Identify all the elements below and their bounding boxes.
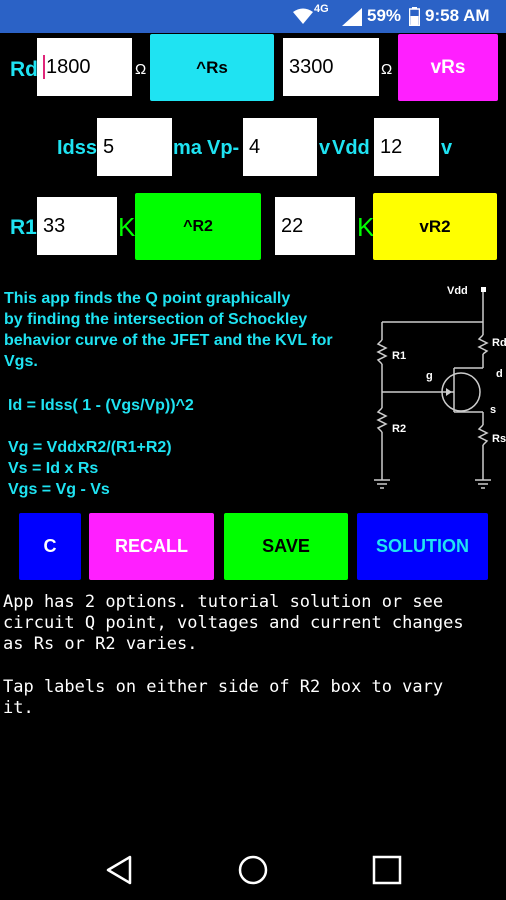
description-line: This app finds the Q point graphically — [4, 290, 291, 307]
clear-button[interactable]: C — [19, 513, 81, 580]
jfet-circuit-diagram: Vdd R1 R2 Rd Rs g d s — [374, 285, 506, 489]
r2-increase-label: ^R2 — [183, 217, 213, 235]
rs-increase-button[interactable]: ^Rs — [150, 34, 274, 101]
vgs-equation: Vgs = Vg - Vs — [8, 481, 110, 498]
battery-percent: 59% — [367, 6, 402, 25]
vdd-input[interactable]: 12 — [374, 118, 439, 176]
drain-label: d — [496, 368, 503, 380]
r1-unit: K — [118, 212, 136, 242]
home-icon[interactable] — [237, 854, 269, 891]
r1-value: 33 — [43, 215, 66, 237]
idss-value: 5 — [103, 136, 115, 158]
wifi-icon — [292, 7, 314, 30]
recall-label: RECALL — [115, 536, 188, 556]
navigation-bar — [0, 840, 506, 900]
solution-label: SOLUTION — [376, 536, 469, 556]
rd-input[interactable]: 1800 — [37, 38, 132, 96]
info-text: Tap labels on either side of R2 box to v… — [3, 677, 444, 697]
rd-unit: Ω — [135, 61, 147, 78]
battery-icon — [408, 7, 421, 31]
description-line: Vgs. — [4, 353, 38, 370]
r2-unit: K — [357, 212, 375, 242]
info-text: as Rs or R2 varies. — [3, 634, 198, 654]
idss-label: Idss — [57, 137, 98, 159]
signal-icon — [342, 8, 362, 31]
vp-unit: v — [319, 137, 331, 159]
description-line: behavior curve of the JFET and the KVL f… — [4, 332, 333, 349]
rs-decrease-label: vRs — [430, 56, 466, 78]
recall-button[interactable]: RECALL — [89, 513, 214, 580]
shockley-equation: Id = Idss( 1 - (Vgs/Vp))^2 — [8, 397, 194, 414]
r2-decrease-button[interactable]: vR2 — [373, 193, 497, 260]
save-button[interactable]: SAVE — [224, 513, 348, 580]
r1-circuit-label: R1 — [392, 350, 406, 362]
info-text: it. — [3, 698, 34, 718]
vdd-unit: v — [441, 137, 453, 159]
idss-input[interactable]: 5 — [97, 118, 172, 176]
rs-circuit-label: Rs — [492, 433, 506, 445]
vs-equation: Vs = Id x Rs — [8, 460, 99, 477]
vp-input[interactable]: 4 — [243, 118, 317, 176]
rs-value: 3300 — [289, 56, 334, 78]
back-icon[interactable] — [104, 854, 136, 891]
save-label: SAVE — [262, 536, 310, 556]
info-text: App has 2 options. tutorial solution or … — [3, 592, 444, 612]
network-type: 4G — [314, 3, 329, 15]
vdd-node-label: Vdd — [447, 285, 468, 297]
rs-increase-label: ^Rs — [196, 57, 228, 77]
source-label: s — [490, 404, 496, 416]
clear-label: C — [43, 536, 57, 556]
status-bar: 4G 59% 9:58 AM — [0, 0, 506, 33]
r2-circuit-label: R2 — [392, 423, 406, 435]
r1-input[interactable]: 33 — [37, 197, 117, 255]
vp-label: Vp- — [207, 137, 240, 159]
text-cursor — [43, 55, 45, 79]
rs-unit: Ω — [381, 61, 393, 78]
rd-label[interactable]: Rd — [10, 58, 38, 81]
rd-value: 1800 — [46, 56, 91, 78]
vg-equation: Vg = VddxR2/(R1+R2) — [8, 439, 172, 456]
idss-unit: ma — [173, 137, 202, 159]
rs-input[interactable]: 3300 — [283, 38, 379, 96]
vp-value: 4 — [249, 136, 261, 158]
r1-label: R1 — [10, 216, 37, 239]
clock: 9:58 AM — [425, 6, 490, 25]
vdd-value: 12 — [380, 136, 403, 158]
description-line: by finding the intersection of Schockley — [4, 311, 308, 328]
r2-input[interactable]: 22 — [275, 197, 355, 255]
r2-value: 22 — [281, 215, 304, 237]
rd-circuit-label: Rd — [492, 337, 506, 349]
gate-label: g — [426, 370, 433, 382]
info-text: circuit Q point, voltages and current ch… — [3, 613, 464, 633]
r2-decrease-label: vR2 — [419, 216, 451, 236]
recents-icon[interactable] — [371, 854, 403, 891]
vdd-label: Vdd — [332, 137, 370, 159]
solution-button[interactable]: SOLUTION — [357, 513, 488, 580]
rs-decrease-button[interactable]: vRs — [398, 34, 498, 101]
r2-increase-button[interactable]: ^R2 — [135, 193, 261, 260]
